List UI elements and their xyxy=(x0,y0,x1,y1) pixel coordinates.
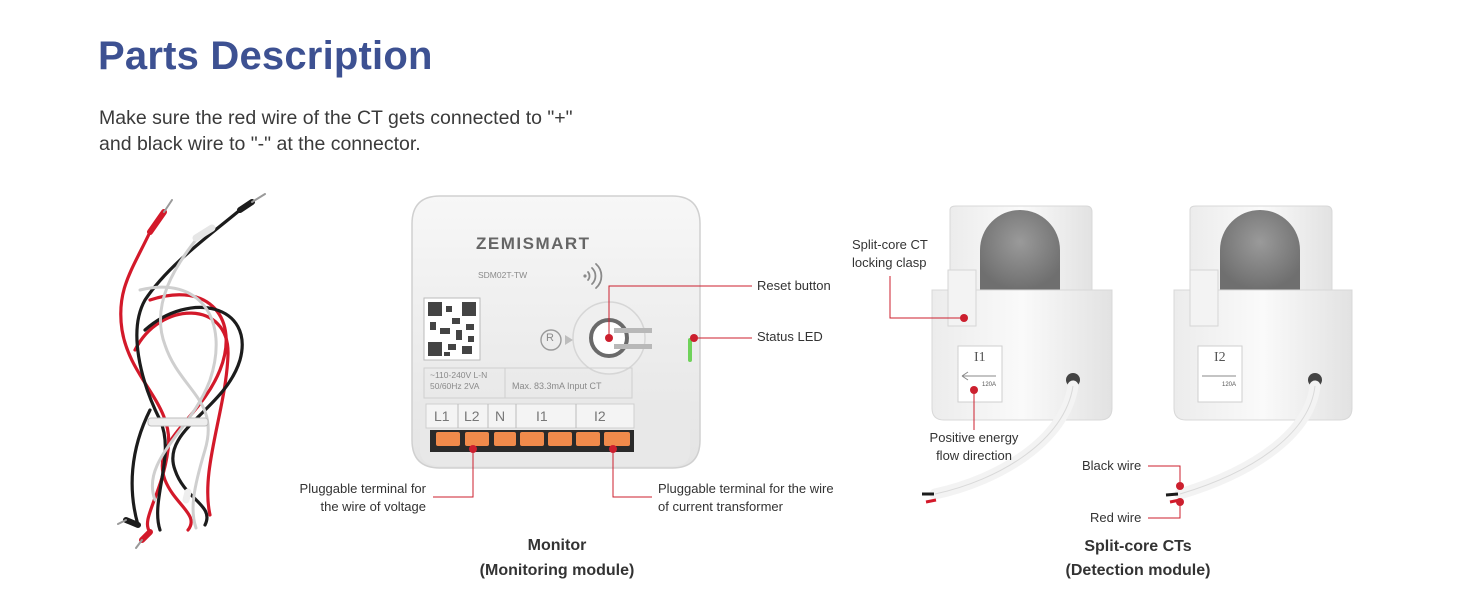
voltage-terminal-label-1: Pluggable terminal for xyxy=(299,481,426,496)
clasp-label-1: Split-core CT xyxy=(852,237,928,252)
status-led-icon xyxy=(688,338,692,362)
orange-terminals-icon xyxy=(436,432,630,446)
monitor-module xyxy=(411,195,701,469)
terminal-n: N xyxy=(495,408,506,424)
ct-terminal-label-1: Pluggable terminal for the wire xyxy=(658,481,834,496)
cable-bundle xyxy=(117,193,266,549)
ct-terminal-label-2: of current transformer xyxy=(658,499,783,514)
ct-clamp-1 xyxy=(922,205,1113,504)
input-ct-rating: Max. 83.3mA Input CT xyxy=(512,381,602,391)
status-led-label: Status LED xyxy=(757,329,823,344)
flow-direction-label-2: flow direction xyxy=(936,448,1012,463)
clasp-label-2: locking clasp xyxy=(852,255,927,270)
voltage-rating-2: 50/60Hz 2VA xyxy=(430,381,480,391)
qr-code-icon xyxy=(423,297,481,361)
ct1-rating: 120A xyxy=(982,382,997,388)
callout-lines xyxy=(433,276,1181,519)
terminal-i2: I2 xyxy=(594,408,606,424)
flow-direction-label-1: Positive energy xyxy=(929,430,1019,445)
wifi-icon xyxy=(583,263,603,289)
voltage-rating-1: ~110-240V L-N xyxy=(430,370,488,380)
page-title: Parts Description xyxy=(98,34,433,78)
intro-line-2: and black wire to "-" at the connector. xyxy=(99,133,421,155)
model-number: SDM02T-TW xyxy=(478,270,528,280)
terminal-l2: L2 xyxy=(464,408,480,424)
terminal-i1: I1 xyxy=(536,408,548,424)
brand-logo: ZEMISMART xyxy=(476,234,591,253)
intro-line-1: Make sure the red wire of the CT gets co… xyxy=(99,107,573,129)
ct-caption-2: (Detection module) xyxy=(1065,562,1211,579)
monitor-caption-2: (Monitoring module) xyxy=(479,562,635,579)
ct-caption-1: Split-core CTs xyxy=(1084,538,1192,555)
red-wire-label: Red wire xyxy=(1090,510,1142,525)
voltage-terminal-label-2: the wire of voltage xyxy=(320,499,426,514)
ct1-name: I1 xyxy=(974,350,986,365)
ct-clamp-2 xyxy=(1165,205,1353,506)
red-wire xyxy=(119,230,230,534)
monitor-caption-1: Monitor xyxy=(527,537,587,554)
reset-button-label: Reset button xyxy=(757,278,831,293)
ct2-rating: 120A xyxy=(1222,382,1237,388)
black-wire-label: Black wire xyxy=(1082,458,1142,473)
white-wire xyxy=(138,233,218,530)
terminal-l1: L1 xyxy=(434,408,450,424)
reset-letter: R xyxy=(546,332,554,344)
reset-mark-icon xyxy=(540,329,562,351)
ct2-name: I2 xyxy=(1214,350,1226,365)
arrow-icon xyxy=(565,335,573,345)
